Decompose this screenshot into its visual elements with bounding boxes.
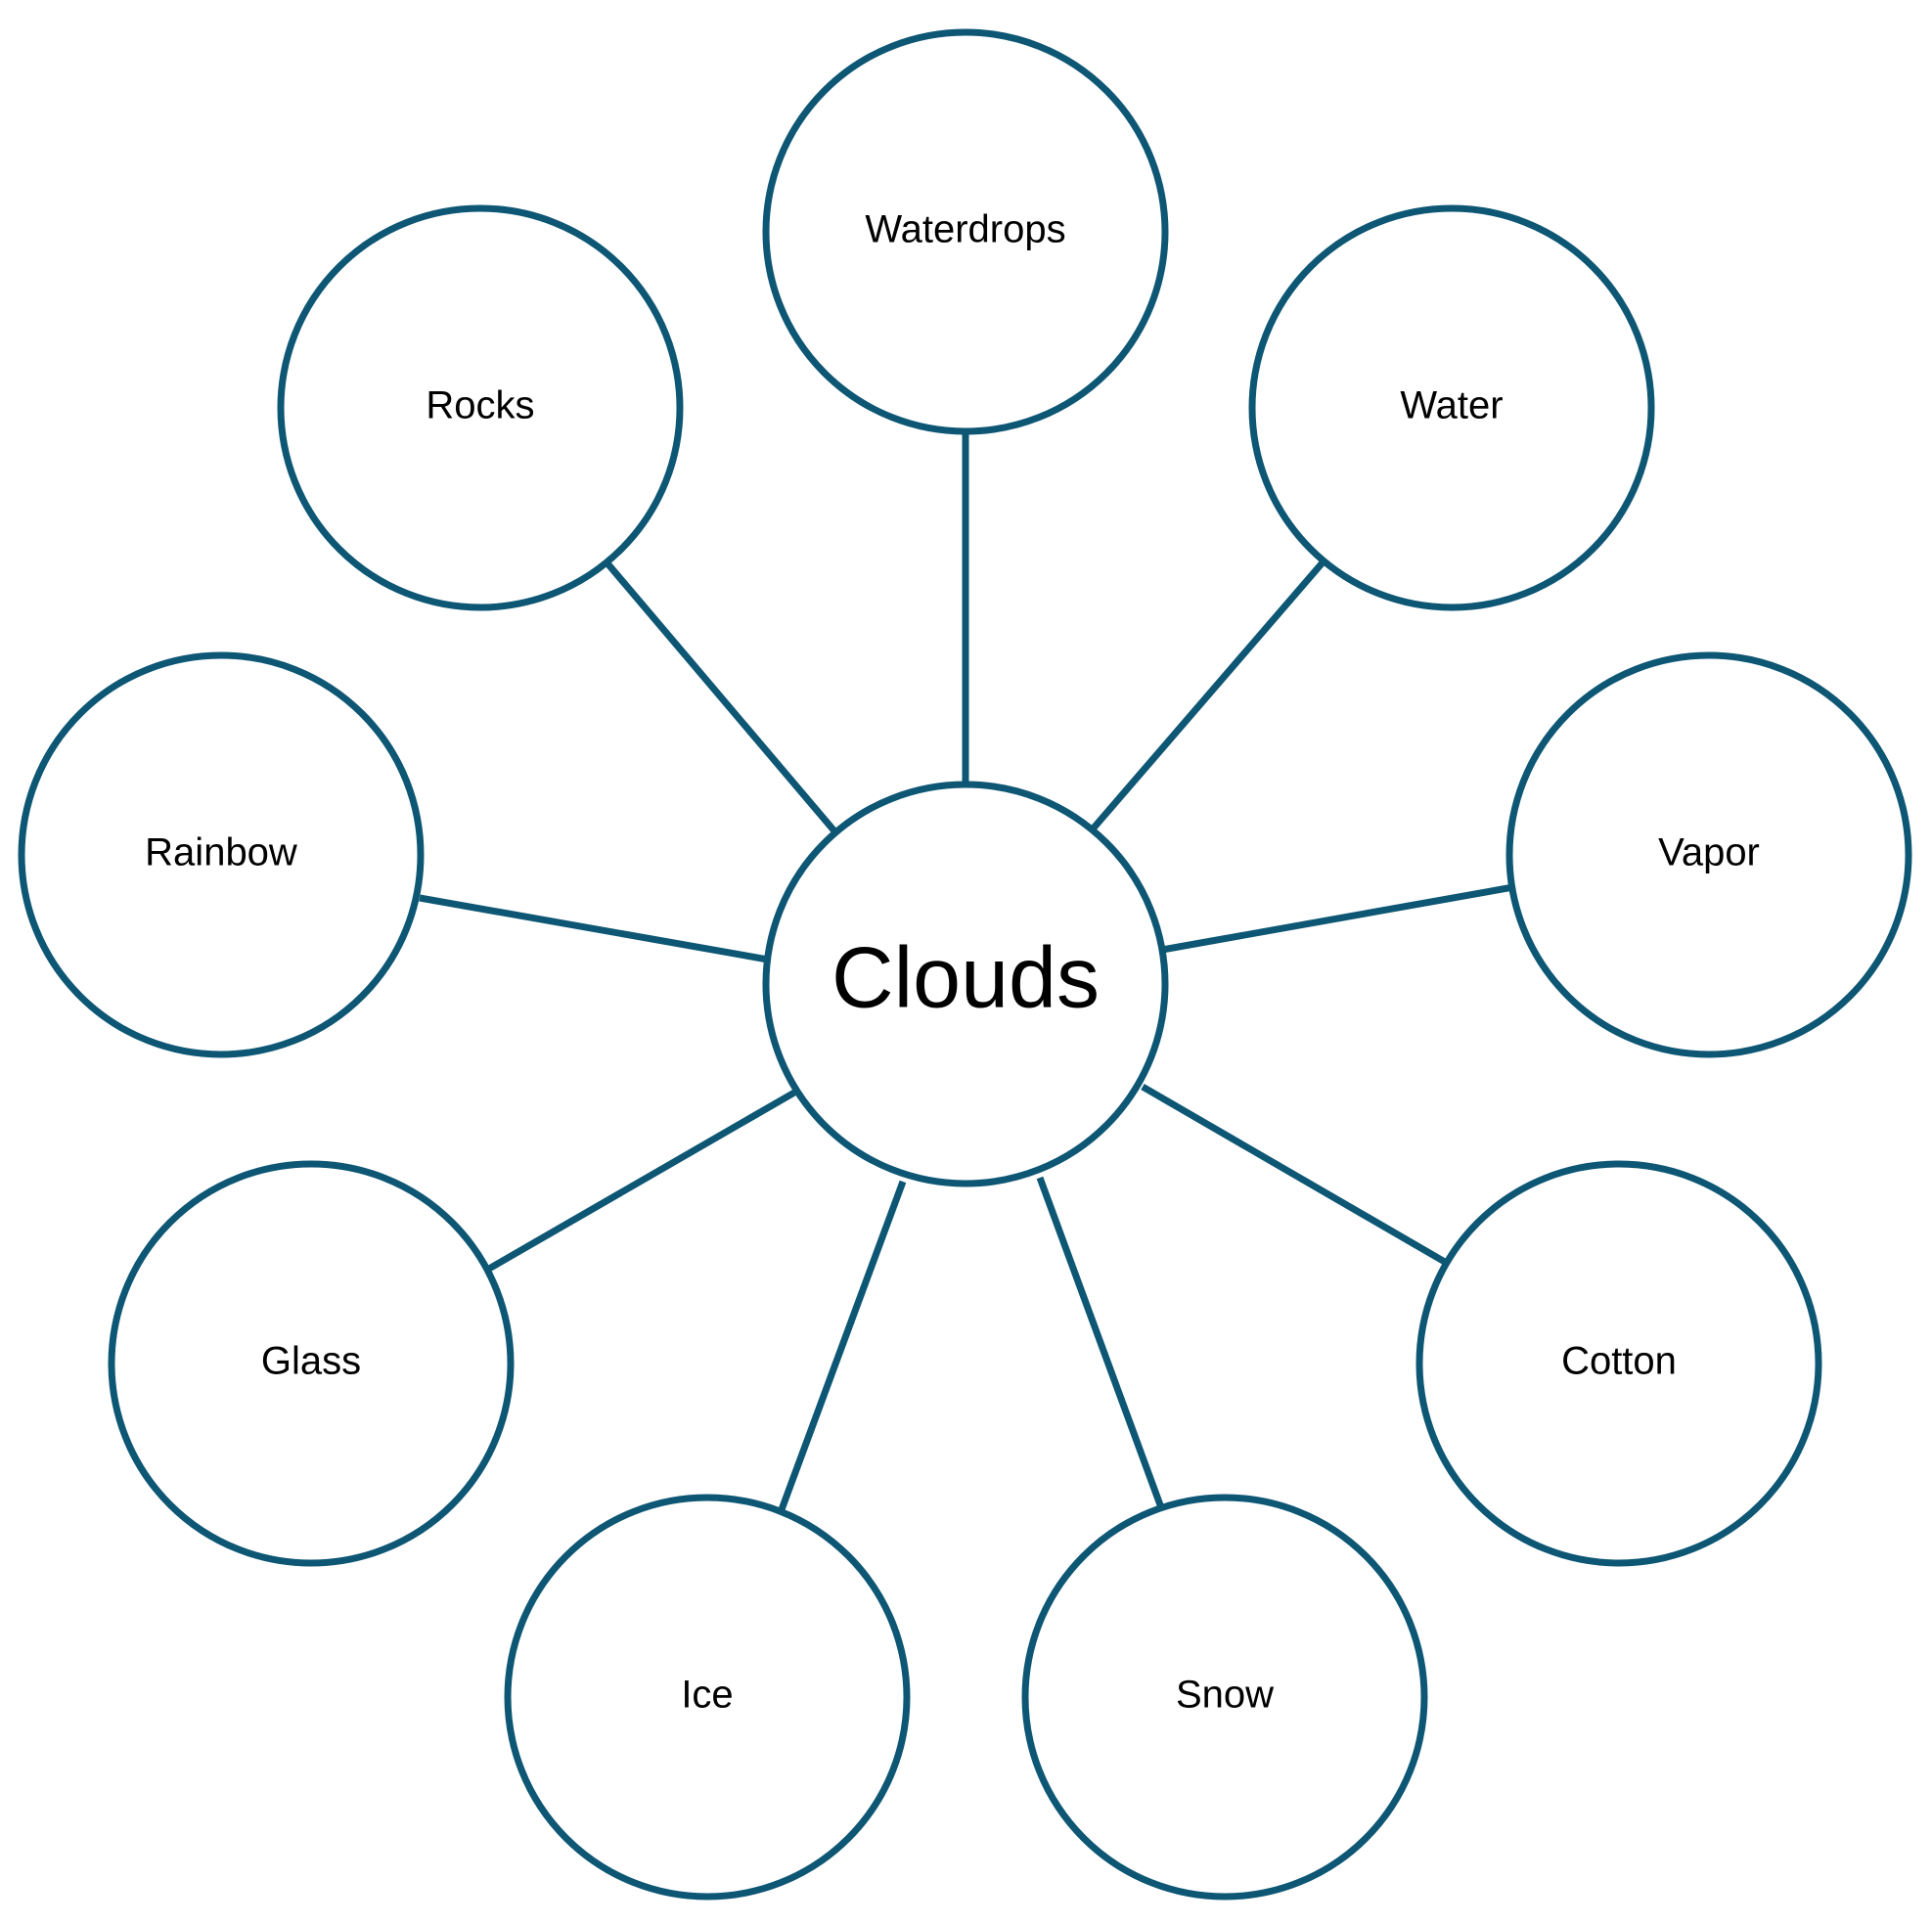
connector-vapor [1161, 883, 1514, 954]
connector-water [1087, 559, 1326, 835]
node-label: Waterdrops [865, 208, 1065, 251]
node-circle [1248, 204, 1655, 611]
connector-cotton [1141, 1083, 1452, 1269]
node-rocks: Rocks [277, 204, 684, 611]
node-circle [1415, 1160, 1822, 1567]
node-circle [504, 1494, 911, 1901]
connector-rocks [605, 560, 839, 836]
node-rainbow: Rainbow [18, 651, 425, 1058]
node-vapor: Vapor [1505, 651, 1912, 1058]
node-label: Cotton [1561, 1340, 1677, 1383]
node-water: Water [1248, 204, 1655, 611]
node-label: Water [1400, 384, 1503, 427]
node-label: Rocks [426, 384, 534, 427]
node-circle [1505, 651, 1912, 1058]
node-circle [1021, 1494, 1428, 1901]
node-label: Rainbow [145, 831, 297, 874]
center-circle [762, 781, 1169, 1187]
node-label: Ice [681, 1674, 733, 1717]
node-label: Glass [261, 1340, 361, 1383]
connector-glass [487, 1089, 796, 1273]
node-circle [108, 1160, 515, 1567]
connector-snow [1036, 1176, 1166, 1512]
connector-rainbow [419, 894, 769, 963]
node-circle [18, 651, 425, 1058]
node-circle [277, 204, 684, 611]
node-ice: Ice [504, 1494, 911, 1901]
center-label: Clouds [831, 928, 1100, 1025]
node-glass: Glass [108, 1160, 515, 1567]
node-label: Vapor [1658, 831, 1760, 874]
connector-ice [777, 1180, 907, 1514]
node-snow: Snow [1021, 1494, 1428, 1901]
node-waterdrops: Waterdrops [762, 28, 1169, 435]
center-node: Clouds [762, 781, 1169, 1187]
node-circle [762, 28, 1169, 435]
node-cotton: Cotton [1415, 1160, 1822, 1567]
node-label: Snow [1176, 1674, 1274, 1717]
connectors [419, 430, 1514, 1514]
